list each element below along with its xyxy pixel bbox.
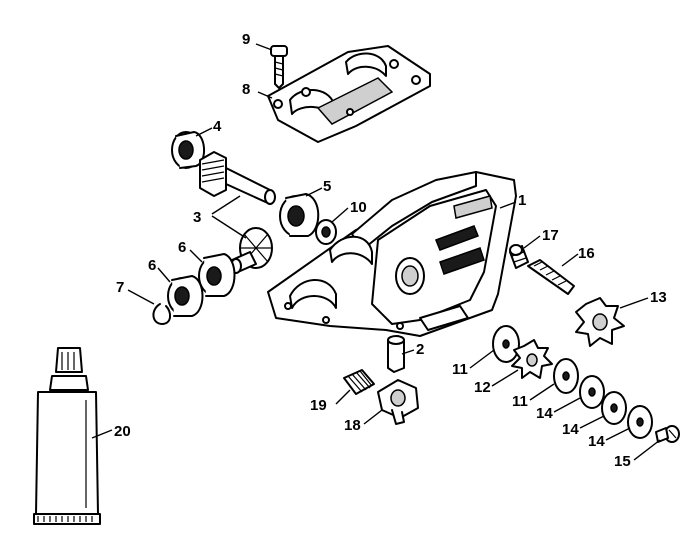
part-2-pin [387,335,405,373]
callout-1: 1 [518,192,526,209]
part-1-gear-housing [267,171,517,337]
part-15-screw [655,425,680,443]
callout-11-upper: 11 [452,361,468,378]
part-19-spring [343,369,375,395]
callout-16: 16 [578,245,595,262]
callout-7: 7 [116,279,124,296]
callout-6-lower: 6 [148,257,156,274]
callout-14-c: 14 [588,433,605,450]
part-3-gear-shaft-upper [199,151,276,205]
part-7-circlip [152,303,172,325]
callout-8: 8 [242,81,250,98]
callout-17: 17 [542,227,559,244]
part-3-gear-lower [230,227,273,274]
callout-18: 18 [344,417,361,434]
callout-14-a: 14 [536,405,553,422]
part-17-sleeve [509,244,529,269]
callout-12: 12 [474,379,491,396]
part-10-seal-ring [315,219,337,245]
callout-6-upper: 6 [178,239,186,256]
part-14-washer-a [579,375,605,409]
part-12-sprocket [511,339,553,379]
part-14-washer-c [627,405,653,439]
part-9-screw [270,45,288,89]
part-20-grease-tube [33,347,101,525]
part-8-clamp [267,45,431,143]
callout-labels: 9 8 4 5 10 1 3 6 6 7 17 16 13 2 11 12 11… [114,31,667,470]
part-16-stud [527,259,575,295]
callout-13: 13 [650,289,667,306]
part-13-sprocket [575,297,625,347]
callout-14-b: 14 [562,421,579,438]
leader-lines [91,43,661,461]
callout-11-lower: 11 [512,393,528,410]
part-11-washer-a [492,325,520,363]
callout-2: 2 [416,341,424,358]
part-5-bearing [279,193,320,237]
callout-4: 4 [213,118,222,135]
callout-10: 10 [350,199,367,216]
part-11-washer-b [553,358,579,394]
callout-3: 3 [193,209,201,226]
part-14-washer-b [601,391,627,425]
callout-9: 9 [242,31,250,48]
part-18-fitting [377,379,419,425]
callout-5: 5 [323,178,331,195]
part-6-bearing-b [167,275,204,317]
callout-15: 15 [614,453,631,470]
callout-20: 20 [114,423,131,440]
part-6-bearing-a [198,253,236,297]
callout-19: 19 [310,397,327,414]
part-4-bearing [171,131,205,169]
